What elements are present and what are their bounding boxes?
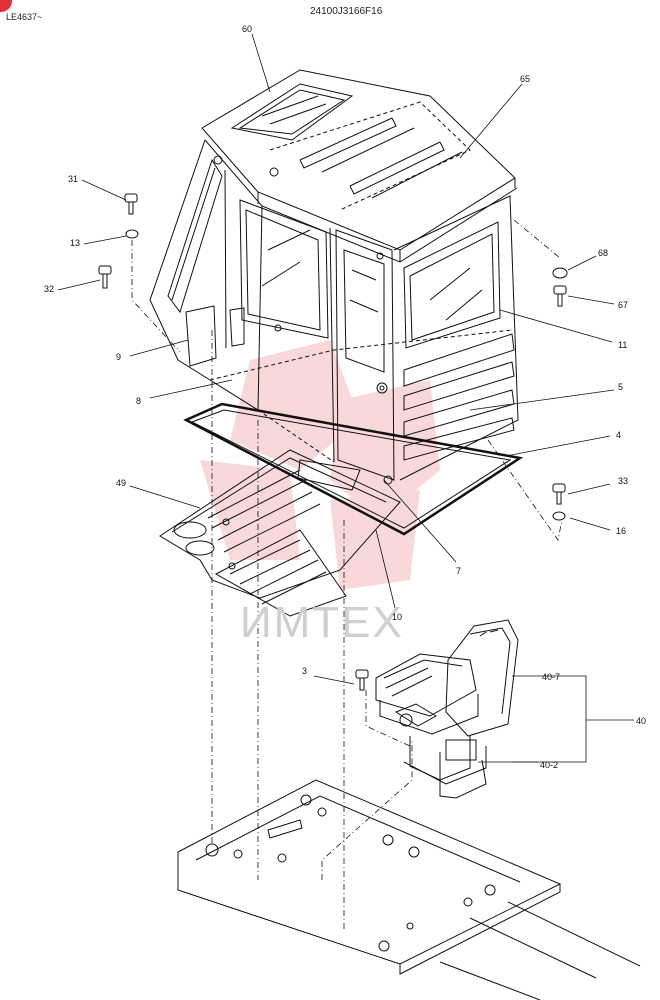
bolt-67 — [553, 285, 567, 307]
part-label-16: 16 — [616, 526, 627, 536]
part-label-33: 33 — [618, 476, 629, 486]
washer-16 — [552, 511, 566, 521]
washer-68 — [552, 267, 568, 279]
part-label-40-2: 40-2 — [540, 760, 559, 770]
part-label-49: 49 — [116, 478, 127, 488]
bolt-33 — [552, 483, 566, 505]
part-label-68: 68 — [598, 248, 609, 258]
watermark-emblem — [200, 340, 440, 590]
part-label-40: 40 — [636, 716, 647, 726]
part-label-5: 5 — [618, 382, 624, 392]
part-label-10: 10 — [392, 612, 403, 622]
operator-seat — [375, 619, 519, 799]
washer-13 — [125, 229, 139, 239]
part-label-67: 67 — [618, 300, 629, 310]
part-label-60: 60 — [242, 24, 253, 34]
alignment-lines — [131, 219, 563, 930]
bolt-31 — [124, 193, 138, 215]
part-label-4: 4 — [616, 430, 622, 440]
part-label-40-7: 40-7 — [542, 672, 561, 682]
part-label-8: 8 — [136, 396, 142, 406]
leader-lines — [57, 33, 634, 763]
watermark-text: ИМТЕХ — [240, 598, 404, 647]
bolt-3 — [355, 669, 369, 691]
part-label-7: 7 — [456, 566, 462, 576]
part-label-13: 13 — [70, 238, 81, 248]
part-label-9: 9 — [116, 352, 122, 362]
drawing-number: 24100J3166F16 — [310, 6, 383, 17]
part-label-32: 32 — [44, 284, 55, 294]
part-label-11: 11 — [618, 340, 628, 350]
serial-range: LE4637~ — [6, 12, 43, 22]
floor-mat — [159, 449, 401, 617]
part-label-65: 65 — [520, 74, 531, 84]
bolt-32 — [98, 265, 112, 289]
cab-assembly — [149, 69, 524, 536]
upper-frame-base — [177, 779, 641, 1000]
part-label-3: 3 — [302, 666, 308, 676]
part-label-31: 31 — [68, 174, 79, 184]
